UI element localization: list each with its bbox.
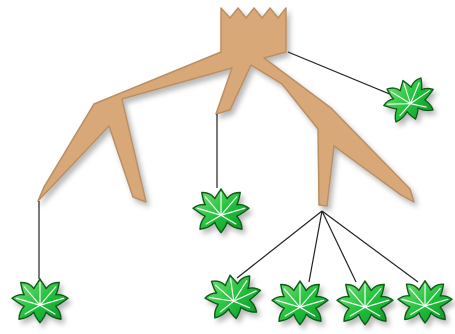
leaf-icon [12, 279, 68, 323]
leaf-icon [193, 189, 249, 233]
branch-shape [38, 8, 414, 206]
string-line [322, 211, 356, 282]
leaf-icon [398, 281, 452, 323]
leaf-icon [272, 281, 328, 325]
leaves [12, 72, 452, 324]
branch-structure [38, 8, 414, 206]
leaf-icon [337, 281, 393, 325]
string-line [309, 211, 322, 282]
leaf-icon [378, 72, 440, 127]
leaf-icon [202, 271, 264, 322]
string-line [322, 211, 418, 282]
string-line [237, 211, 322, 278]
